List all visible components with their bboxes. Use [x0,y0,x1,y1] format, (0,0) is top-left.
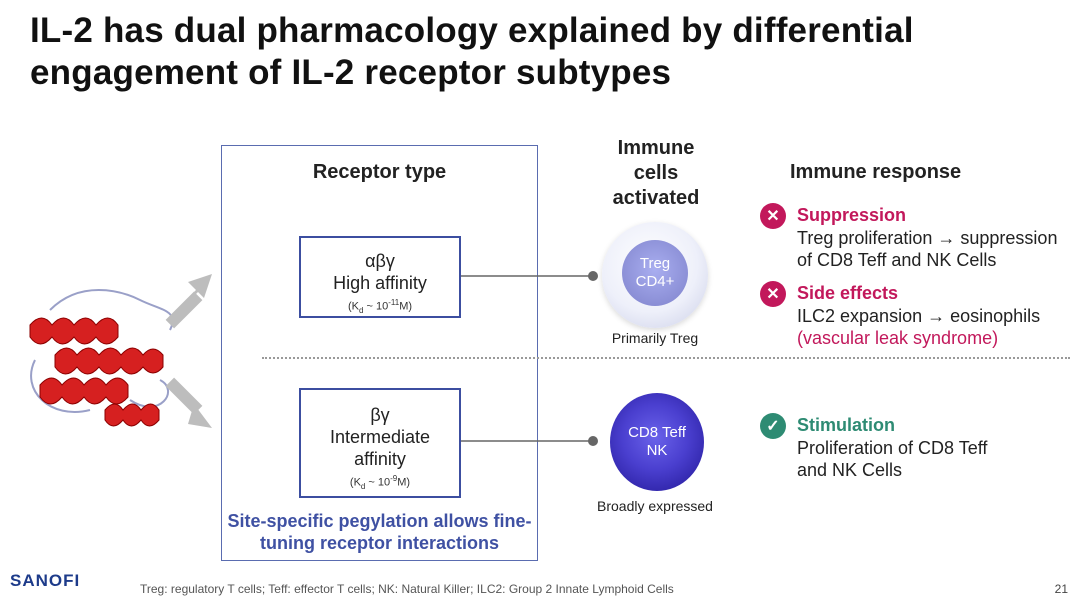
receptor-kd: (Kd ~ 10-9M) [349,474,411,491]
response-title-stimulation: Stimulation [797,415,895,435]
slide-title: IL-2 has dual pharmacology explained by … [30,11,914,92]
cell-label-line2: NK [646,442,668,459]
receptor-affinity: Intermediate affinity [329,427,431,469]
arrow-up-right-icon [165,274,212,329]
treg-caption: Primarily Treg [611,330,699,346]
section-divider [262,357,1070,359]
treg-cell-nucleus: Treg CD4+ [622,240,688,306]
connector-lines [461,271,598,446]
cd8-nk-cell-image: CD8 Teff NK [610,393,704,491]
receptor-box-high-affinity: αβγ High affinity (Kd ~ 10-11M) [299,236,461,318]
page-number: 21 [1054,582,1068,596]
cell-label-line1: Treg [639,255,671,272]
connector-dot-cd8 [588,436,598,446]
sanofi-logo: SANOFI [10,571,81,590]
receptor-panel [221,145,538,561]
x-mark-icon: ✕ [760,203,786,229]
response-body-side-effects: ILC2 expansion → eosinophils [797,306,1041,326]
cd8-caption: Broadly expressed [597,498,713,514]
footnote: Treg: regulatory T cells; Teff: effector… [140,582,674,596]
immune-cells-header: Immune cells activated [612,137,700,209]
response-body-suppression: Treg proliferation → suppression of CD8 … [797,228,1058,270]
receptor-symbol: αβγ [365,251,395,271]
connector-dot-treg [588,271,598,281]
response-extra-side-effects: (vascular leak syndrome) [797,328,999,348]
receptor-box-intermediate-affinity: βγ Intermediate affinity (Kd ~ 10-9M) [299,388,461,498]
x-mark-icon: ✕ [760,281,786,307]
receptor-affinity: High affinity [333,273,427,293]
receptor-symbol: βγ [370,405,390,425]
arrow-down-right-icon [165,377,212,428]
immune-response-header: Immune response [790,161,962,183]
cell-label-line1: CD8 Teff [628,424,686,441]
treg-cell-image: Treg CD4+ [602,222,708,328]
il2-protein-structure-image [29,289,174,427]
cell-label-line2: CD4+ [635,273,675,290]
check-icon: ✓ [760,413,786,439]
response-title-suppression: Suppression [797,205,907,225]
grey-arrows [165,274,212,428]
response-title-side-effects: Side effects [797,283,899,303]
receptor-type-header: Receptor type [312,161,447,183]
receptor-kd: (Kd ~ 10-11M) [347,298,413,315]
pegylation-note: Site-specific pegylation allows fine-tun… [227,511,532,553]
response-body-stimulation: Proliferation of CD8 Teff and NK Cells [797,438,988,480]
